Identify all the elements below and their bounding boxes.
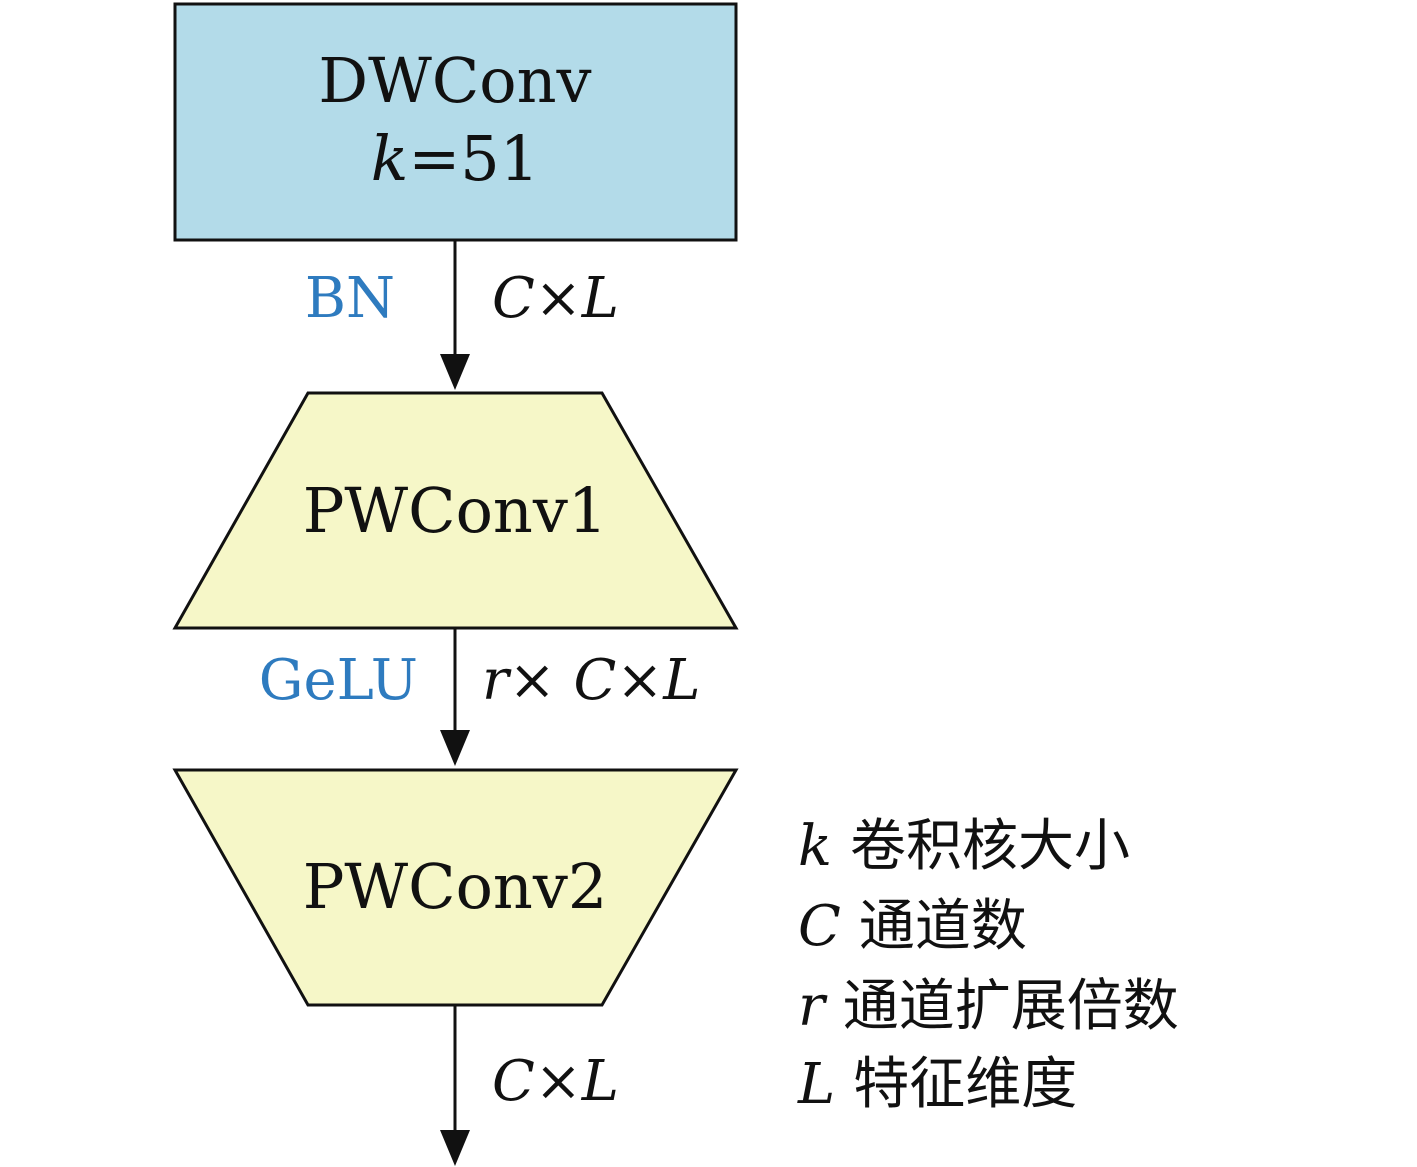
shape-label-pw2-out: C×L [492,1049,619,1114]
legend-desc-k: 卷积核大小 [850,814,1130,879]
dwconv-param-symbol: k [371,122,409,195]
activation-label-bn: BN [305,266,395,331]
legend-symbol-r: r [798,974,828,1039]
shape-label-pw1-to-pw2: r× C×L [482,648,700,713]
legend-item-c: C 通道数 [798,894,1027,959]
dwconv-title: DWConv [318,44,591,117]
legend-desc-r: 通道扩展倍数 [843,974,1179,1039]
legend-symbol-k: k [798,814,832,879]
legend-desc-c: 通道数 [859,894,1027,959]
pwconv1-block [172,391,739,630]
legend-desc-l: 特征维度 [853,1052,1077,1117]
shape-label-dw-to-pw1: C×L [492,266,619,331]
arrowhead-pw2-out [440,1130,470,1166]
arrowhead-pw1-to-pw2 [440,730,470,766]
activation-label-gelu: GeLU [259,648,418,713]
pwconv2-block [172,768,739,1007]
legend-item-k: k 卷积核大小 [798,814,1130,879]
dwconv-block [173,2,738,242]
legend-symbol-c: C [798,894,841,959]
dwconv-param: k=51 [371,122,539,195]
arrowhead-dw-to-pw1 [440,354,470,390]
legend-item-l: L 特征维度 [797,1052,1077,1117]
pwconv2-title: PWConv2 [303,850,608,923]
dwconv-param-value: =51 [408,122,539,195]
legend-symbol-l: L [797,1052,835,1117]
pwconv1-title: PWConv1 [303,474,608,547]
